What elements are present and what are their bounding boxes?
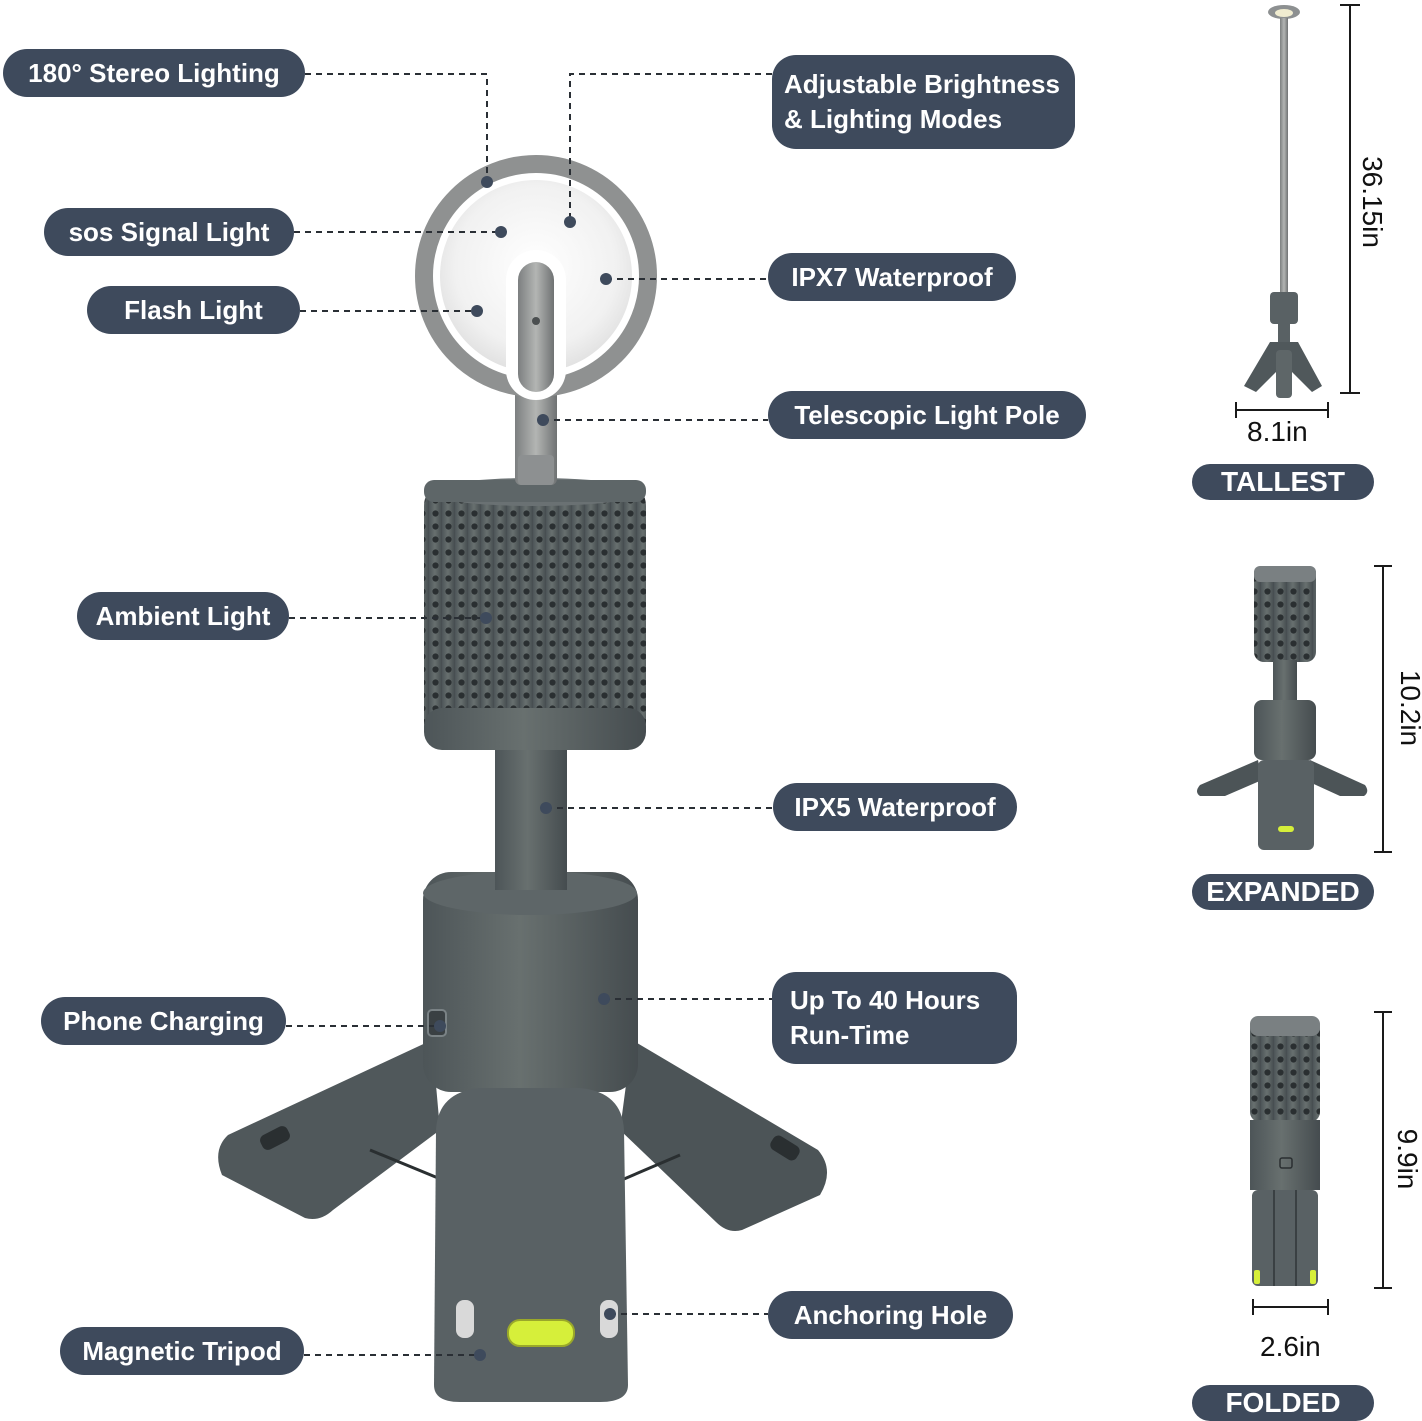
label-run-time: Up To 40 Hours Run-Time [772,972,1017,1064]
label-adjustable-brightness-line2: & Lighting Modes [784,104,1003,134]
label-stereo-lighting-text: 180° Stereo Lighting [28,57,280,88]
label-run-time-line1: Up To 40 Hours [790,985,981,1015]
folded-width-label: 2.6in [1260,1331,1321,1362]
expanded-height-label: 10.2in [1395,669,1422,747]
label-ipx5-waterproof: IPX5 Waterproof [773,783,1017,831]
tallest-dimension-lines [1235,4,1360,418]
battery-base [423,872,638,1092]
label-sos-signal-light-text: sos Signal Light [68,216,270,247]
label-ambient-light-text: Ambient Light [95,600,271,631]
indicator-light [507,1319,575,1347]
callout-leaders [286,73,773,1356]
tallest-height-label: 36.15in [1357,156,1388,248]
label-adjustable-brightness-line1: Adjustable Brightness [784,69,1060,99]
folded-dimension-lines [1252,1011,1392,1315]
label-telescopic-light-pole-text: Telescopic Light Pole [794,399,1060,430]
label-ambient-light: Ambient Light [77,592,289,640]
label-anchoring-hole-text: Anchoring Hole [793,1299,988,1330]
folded-illustration [1250,1016,1320,1286]
label-anchoring-hole: Anchoring Hole [768,1291,1013,1339]
callout-dots [434,176,616,1361]
tripod-leg-right [620,1040,828,1231]
tallest-width-label: 8.1in [1247,416,1308,447]
ambient-cylinder [424,480,646,748]
expanded-illustration [1197,566,1368,850]
tallest-tag-text: TALLEST [1221,466,1345,497]
label-run-time-line2: Run-Time [790,1020,910,1050]
label-adjustable-brightness: Adjustable Brightness & Lighting Modes [772,55,1075,149]
label-magnetic-tripod: Magnetic Tripod [60,1327,304,1375]
lantern-main-illustration [218,155,828,1402]
folded-tag: FOLDED [1192,1385,1374,1421]
folded-height-label: 9.9in [1392,1128,1422,1190]
tallest-illustration [1244,5,1322,398]
label-telescopic-light-pole: Telescopic Light Pole [768,391,1086,439]
label-phone-charging-text: Phone Charging [63,1005,264,1036]
label-phone-charging: Phone Charging [41,997,286,1045]
middle-column [495,740,567,890]
label-magnetic-tripod-text: Magnetic Tripod [82,1335,282,1366]
expanded-tag-text: EXPANDED [1206,876,1360,907]
tallest-tag: TALLEST [1192,464,1374,500]
label-flash-light: Flash Light [87,286,300,334]
label-ipx5-waterproof-text: IPX5 Waterproof [794,791,996,822]
lamp-head [415,155,657,400]
expanded-dimension-lines [1374,565,1392,853]
label-stereo-lighting: 180° Stereo Lighting [3,49,305,97]
folded-tag-text: FOLDED [1225,1387,1341,1418]
label-ipx7-waterproof-text: IPX7 Waterproof [791,261,993,292]
label-sos-signal-light: sos Signal Light [44,208,294,256]
expanded-tag: EXPANDED [1192,874,1374,910]
label-flash-light-text: Flash Light [124,294,263,325]
label-ipx7-waterproof: IPX7 Waterproof [768,253,1016,301]
tripod-leg-front [434,1088,628,1402]
tripod-leg-left [218,1040,440,1219]
